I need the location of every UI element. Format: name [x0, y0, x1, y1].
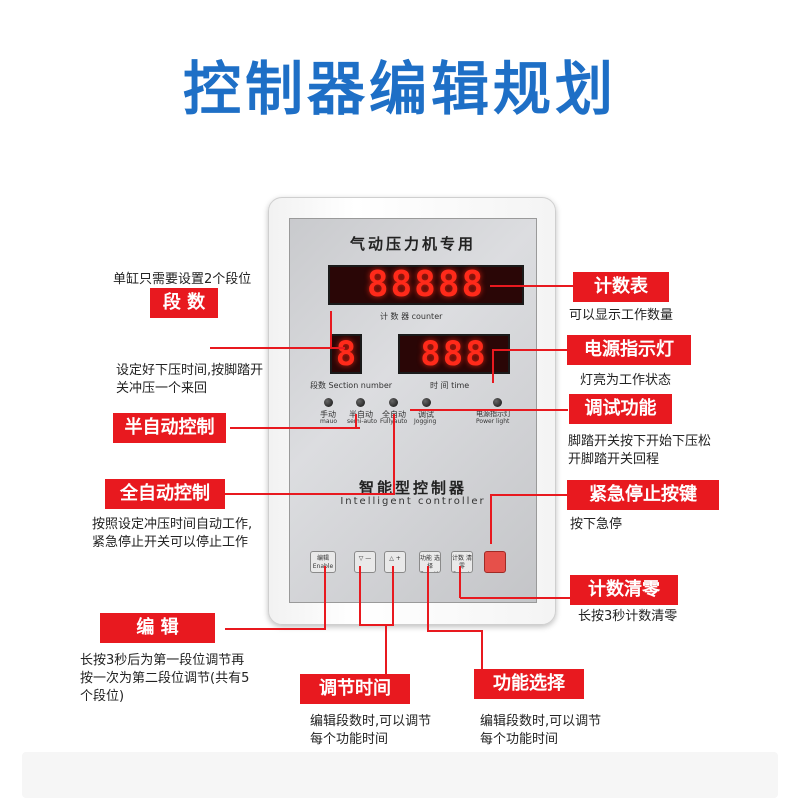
connector-line-edit [225, 628, 325, 630]
indicator-label-jogging: 调试 [418, 410, 434, 419]
edit-label: 编 辑 [100, 613, 215, 643]
section-note: 单缸只需要设置2个段位 [113, 272, 252, 287]
indicator-label-manual: 手动 [320, 410, 336, 419]
edit-desc: 长按3秒后为第一段位调节再按一次为第二段位调节(共有5个段位) [80, 653, 250, 704]
connector-line-full-auto [225, 493, 395, 495]
time-display: 888 [398, 334, 510, 374]
section-display: 8 [330, 334, 362, 374]
connector-line-semi-auto-v [355, 414, 357, 428]
connector-line-adjust-h [359, 624, 394, 626]
adjust-time-label: 调节时间 [300, 674, 410, 704]
manual-indicator-light [324, 398, 333, 407]
connector-line-adjust-down [385, 624, 387, 682]
connector-line-function-v [427, 566, 429, 632]
brand-name-cn: 智能型控制器 [358, 479, 467, 497]
section-count-desc: 设定好下压时间,按脚踏开关冲压一个来回 [116, 363, 264, 396]
page-title: 控制器编辑规划 [182, 55, 617, 123]
function-select-desc: 编辑段数时,可以调节每个功能时间 [480, 714, 602, 747]
panel-title: 气动压力机专用 [349, 235, 476, 253]
function-select-label: 功能选择 [474, 669, 584, 699]
connector-line-stop-v [490, 494, 492, 544]
adjust-time-desc: 编辑段数时,可以调节每个功能时间 [310, 714, 432, 747]
counter-clear-desc: 长按3秒计数清零 [578, 609, 678, 624]
connector-line-function-down [481, 630, 483, 672]
connector-line-power-v [492, 349, 494, 383]
connector-line-adjust-a [359, 566, 361, 626]
connector-line-section [210, 347, 345, 349]
counter-clear-button[interactable]: 计数 清零 Counter [451, 551, 473, 573]
down-button[interactable]: ▽ — [354, 551, 376, 573]
connector-line-adjust-b [392, 566, 394, 626]
connector-line-counter [490, 285, 575, 287]
bottom-strip [22, 752, 778, 798]
indicator-sublabel-semi-auto: semi-auto [347, 418, 377, 425]
semi-auto-label: 半自动控制 [113, 413, 226, 443]
connector-line-full-auto-v [393, 414, 395, 494]
debug-desc: 脚踏开关按下开始下压松开脚踏开关回程 [568, 434, 712, 467]
section-count-label: 段 数 [150, 288, 218, 318]
full-auto-desc: 按照设定冲压时间自动工作,紧急停止开关可以停止工作 [92, 517, 253, 550]
up-button[interactable]: △ + [384, 551, 406, 573]
indicator-sublabel-jogging: Jogging [414, 418, 437, 425]
jogging-indicator-light [422, 398, 431, 407]
time-label: 时 间 time [430, 381, 470, 390]
indicator-label-power: 电源指示灯 [476, 410, 511, 418]
connector-line-debug [410, 409, 568, 411]
connector-line-clear [460, 597, 570, 599]
counter-callout-desc: 可以显示工作数量 [569, 308, 674, 323]
brand-name-en: Intelligent controller [340, 496, 486, 507]
semi-auto-indicator-light [356, 398, 365, 407]
counter-callout-label: 计数表 [573, 272, 669, 302]
full-auto-label: 全自动控制 [105, 479, 225, 509]
connector-line-stop [490, 494, 568, 496]
debug-label: 调试功能 [569, 394, 672, 424]
connector-line-clear-v [459, 566, 461, 598]
connector-line-semi-auto [230, 427, 360, 429]
power-light-label: 电源指示灯 [567, 335, 691, 365]
emergency-stop-button[interactable] [484, 551, 506, 573]
power-light-desc: 灯亮为工作状态 [580, 373, 672, 388]
indicator-label-semi-auto: 半自动 [349, 410, 373, 419]
power-indicator-light [493, 398, 502, 407]
full-auto-indicator-light [389, 398, 398, 407]
emergency-stop-label: 紧急停止按键 [567, 480, 719, 510]
connector-line-function-h [427, 630, 482, 632]
connector-line-section-v [330, 311, 332, 349]
edit-button[interactable]: 编辑 Enable [310, 551, 336, 573]
emergency-stop-desc: 按下急停 [570, 517, 623, 532]
counter-clear-label: 计数清零 [570, 575, 678, 605]
indicator-sublabel-power: Power light [476, 418, 510, 425]
controller-device: 气动压力机专用 88888 计 数 器 counter 8 段数 Section… [268, 197, 556, 625]
indicator-sublabel-manual: mauo [320, 418, 337, 425]
counter-label: 计 数 器 counter [380, 312, 443, 321]
section-label: 段数 Section number [310, 381, 393, 390]
function-select-button[interactable]: 功能 选择 Function [419, 551, 441, 573]
connector-line-edit-v [324, 566, 326, 630]
connector-line-power [492, 349, 567, 351]
